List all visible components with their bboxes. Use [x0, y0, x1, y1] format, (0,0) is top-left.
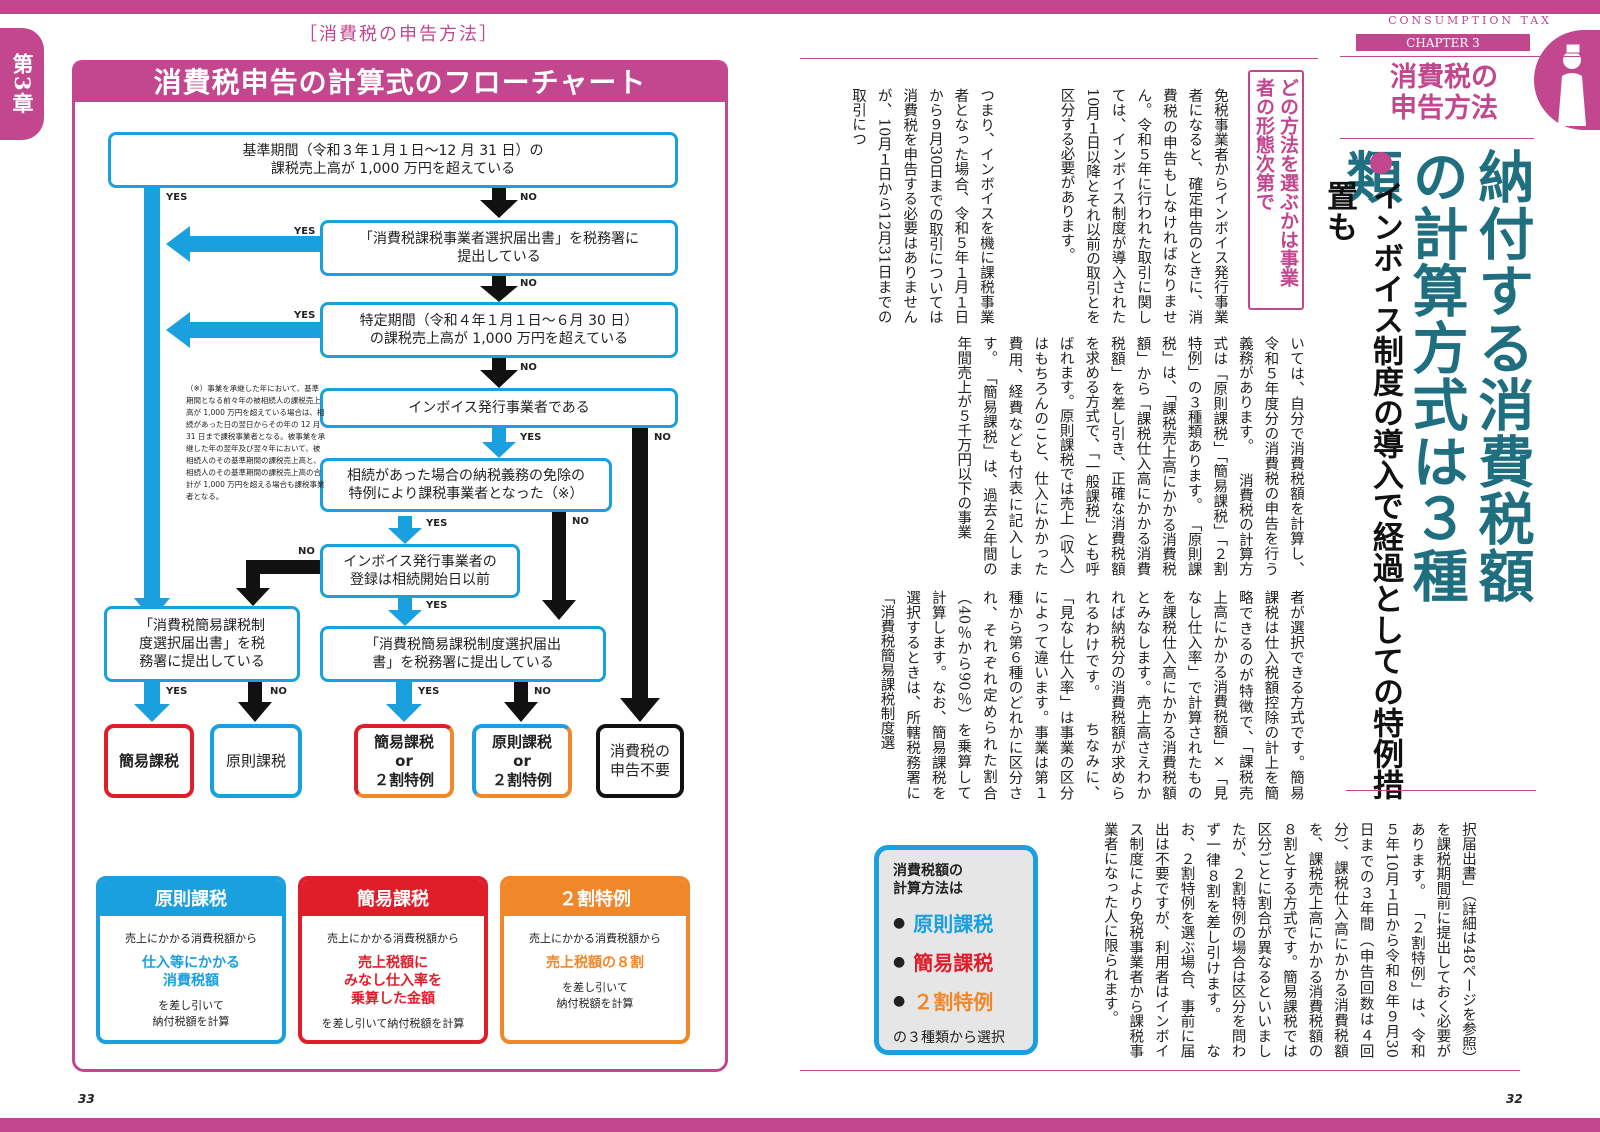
result-no-filing: 消費税の 申告不要 — [596, 724, 684, 798]
question-registration-date: インボイス発行事業者の 登録は相続開始日以前 — [320, 544, 520, 598]
callout-item: ●２割特例 — [893, 990, 994, 1014]
body-text-top-b: つまり、インボイスを機に課税事業者となった場合、令和５年１月１日から９月30日ま… — [850, 88, 994, 324]
card-line: 売上にかかる消費税額から — [529, 932, 661, 945]
arrow-q7-yes — [144, 682, 160, 706]
body-text-top-a: 免税事業者からインボイス発行事業者になると、確定申告のときに、消費税の申告もしな… — [1058, 88, 1228, 324]
card-title: ２割特例 — [504, 880, 686, 916]
bullet-icon: ● — [893, 992, 906, 1009]
label-no: NO — [572, 516, 589, 527]
arrow-q2-yes — [190, 236, 320, 252]
question-inheritance: 相続があった場合の納税義務の免除の 特例により課税事業者となった（※） — [320, 458, 612, 512]
body-bottom-rule — [800, 1070, 1520, 1071]
label-yes: YES — [418, 686, 440, 697]
label-yes: YES — [520, 432, 542, 443]
side-heading: どの方法を選ぶかは事業者の形態次第で — [1248, 70, 1304, 310]
bullet-icon: ● — [893, 953, 906, 970]
page-number-right: 32 — [1506, 1092, 1523, 1106]
card-line: を差し引いて 納付税額を計算 — [556, 981, 634, 1010]
callout-item: ●原則課税 — [893, 912, 994, 936]
question-base-period: 基準期間（令和３年１月１日～12 月 31 日）の 課税売上高が 1,000 万… — [108, 132, 678, 188]
card-title: 原則課税 — [100, 880, 282, 916]
label-no: NO — [298, 546, 315, 557]
label-no: NO — [654, 432, 671, 443]
arrow-q7-yes-head — [134, 704, 170, 722]
label-yes: YES — [294, 226, 316, 237]
card-title: 簡易課税 — [302, 880, 484, 916]
arrow-q2-yes-head — [166, 226, 190, 262]
bullet-icon: ● — [893, 914, 906, 931]
label-no: NO — [520, 192, 537, 203]
chapter-tab: 第3章 — [0, 28, 44, 140]
header-rule — [1340, 56, 1580, 57]
arrow-q8-yes-head — [386, 704, 422, 722]
topic-title: 消費税の 申告方法 — [1390, 62, 1498, 124]
arrow-q3-yes-head — [166, 312, 190, 348]
callout-item: ●簡易課税 — [893, 951, 994, 975]
page-number-left: 33 — [78, 1092, 95, 1106]
main-headline: 納付する消費税額の計算方式は３種類 — [1337, 148, 1534, 604]
label-yes: YES — [166, 192, 188, 203]
result-standard: 原則課税 — [210, 724, 302, 798]
arrow-q6-yes-head — [388, 610, 422, 626]
section-header: ［消費税の申告方法］ — [299, 24, 499, 45]
arrow-q1-yes — [144, 188, 160, 598]
topic-rule — [1340, 138, 1534, 139]
card-highlight: 仕入等にかかる 消費税額 — [142, 955, 240, 989]
label-no: NO — [270, 686, 287, 697]
arrow-q4-yes — [492, 428, 506, 444]
callout-footer: の３種類から選択 — [893, 1030, 1005, 1046]
label-yes: YES — [166, 686, 188, 697]
arrow-q5-yes — [398, 516, 412, 530]
body-top-rule — [800, 58, 1318, 59]
arrow-q3-yes — [190, 322, 320, 338]
card-highlight: 売上税額に みなし仕入率を 乗算した金額 — [344, 955, 442, 1007]
label-yes: YES — [426, 600, 448, 611]
card-simplified-taxation: 簡易課税 売上にかかる消費税額から 売上税額に みなし仕入率を 乗算した金額 を… — [298, 876, 488, 1044]
headline-bottom-rule — [1346, 790, 1536, 791]
body-text-lower: 者が選択できる方式です。簡易課税は仕入税額控除の計上を簡略できるのが特徴で、「課… — [878, 590, 1305, 800]
flowchart-arrows — [134, 188, 660, 722]
card-highlight: 売上税額の８割 — [546, 955, 644, 971]
arrow-q6-yes — [398, 598, 412, 612]
consumption-tax-label: CONSUMPTION TAX — [1388, 14, 1552, 27]
question-invoice-issuer: インボイス発行事業者である — [320, 388, 678, 428]
calculation-methods-callout: 消費税額の 計算方法は ●原則課税 ●簡易課税 ●２割特例 の３種類から選択 — [874, 845, 1038, 1055]
label-no: NO — [520, 362, 537, 373]
card-line: を差し引いて納付税額を計算 — [321, 1017, 465, 1030]
sub-headline: インボイス制度の導入で経過としての特例措置も — [1321, 180, 1403, 800]
result-simplified-or-20pct: 簡易課税 or ２割特例 — [354, 724, 454, 798]
bullet-dot — [1370, 152, 1392, 174]
callout-title: 消費税額の 計算方法は — [893, 863, 963, 897]
label-no: NO — [534, 686, 551, 697]
arrow-q8-yes — [396, 682, 412, 706]
bottom-border — [0, 1118, 1600, 1132]
card-20pct-special: ２割特例 売上にかかる消費税額から 売上税額の８割 を差し引いて 納付税額を計算 — [500, 876, 690, 1044]
label-yes: YES — [294, 310, 316, 321]
card-line: 売上にかかる消費税額から — [327, 932, 459, 945]
result-standard-or-20pct: 原則課税 or ２割特例 — [472, 724, 572, 798]
inheritance-note: （※）事業を承継した年において、基準期間となる前々年の被相続人の課税売上高が 1… — [186, 384, 326, 501]
arrow-q4-yes-head — [482, 442, 516, 458]
tax-person-icon — [1558, 43, 1586, 126]
card-line: 売上にかかる消費税額から — [125, 932, 257, 945]
top-border — [0, 0, 1600, 14]
tax-figure-icon — [1534, 30, 1600, 130]
arrow-q5-yes-head — [388, 528, 422, 544]
question-simplified-filing-a: 「消費税簡易課税制 度選択届出書」を税 務署に提出している — [104, 606, 300, 682]
body-text-bottom: 択届出書」（詳細は48ページを参照）を課税期間前に提出しておく必要があります。 … — [1101, 822, 1476, 1058]
card-line: を差し引いて 納付税額を計算 — [152, 999, 230, 1028]
question-taxable-election: 「消費税課税事業者選択届出書」を税務署に 提出している — [320, 220, 678, 276]
question-specific-period: 特定期間（令和４年１月１日～６月 30 日） の課税売上高が 1,000 万円を… — [320, 302, 678, 358]
body-text-middle: いては、自分で消費税額を計算し、令和５年度分の消費税の申告を行う義務があります。… — [955, 336, 1304, 576]
question-simplified-filing-b: 「消費税簡易課税制度選択届出 書」を税務署に提出している — [320, 626, 606, 682]
chapter-label: CHAPTER 3 — [1356, 34, 1530, 51]
label-yes: YES — [426, 518, 448, 529]
label-no: NO — [520, 278, 537, 289]
flowchart-title: 消費税申告の計算式のフローチャート — [72, 60, 728, 102]
result-simplified: 簡易課税 — [104, 724, 194, 798]
card-standard-taxation: 原則課税 売上にかかる消費税額から 仕入等にかかる 消費税額 を差し引いて 納付… — [96, 876, 286, 1044]
